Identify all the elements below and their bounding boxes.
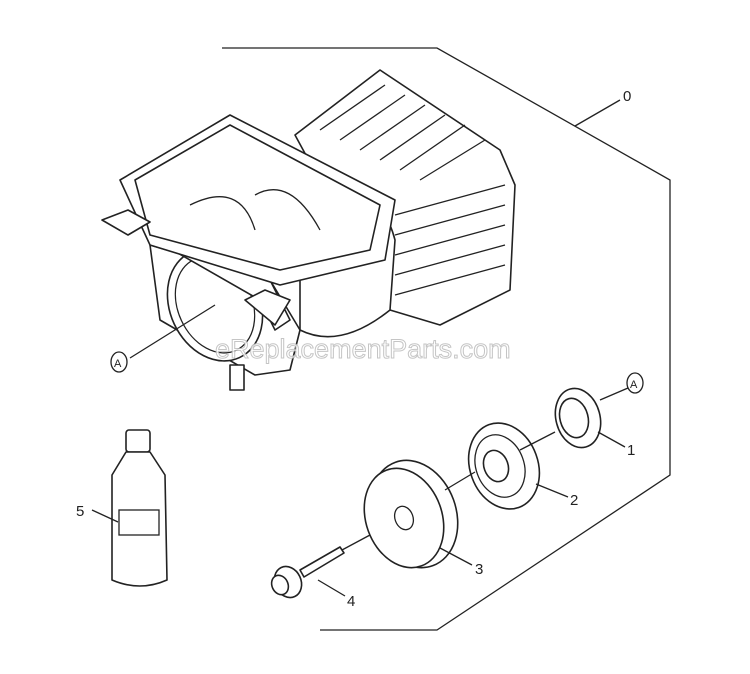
reference-a-marker: A: [110, 351, 128, 373]
callout-5: 5: [76, 503, 84, 520]
oil-bottle: [111, 429, 168, 587]
screw: [270, 546, 345, 599]
reference-a-label: A: [630, 379, 638, 391]
callout-0: 0: [623, 88, 631, 105]
bearing: [467, 422, 541, 510]
watermark: eReplacementParts.com: [215, 334, 511, 364]
seal: [554, 387, 602, 449]
callout-1: 1: [627, 442, 635, 459]
callout-4: 4: [347, 593, 355, 610]
kit-outline: [222, 47, 671, 631]
leader-lines: [91, 99, 629, 597]
reference-a-marker: A: [626, 372, 644, 394]
callout-2: 2: [570, 492, 578, 509]
callout-3: 3: [475, 561, 483, 578]
pump-housing: [101, 69, 516, 391]
reference-a-label: A: [114, 358, 122, 370]
eccentric-wheel: [363, 459, 459, 569]
